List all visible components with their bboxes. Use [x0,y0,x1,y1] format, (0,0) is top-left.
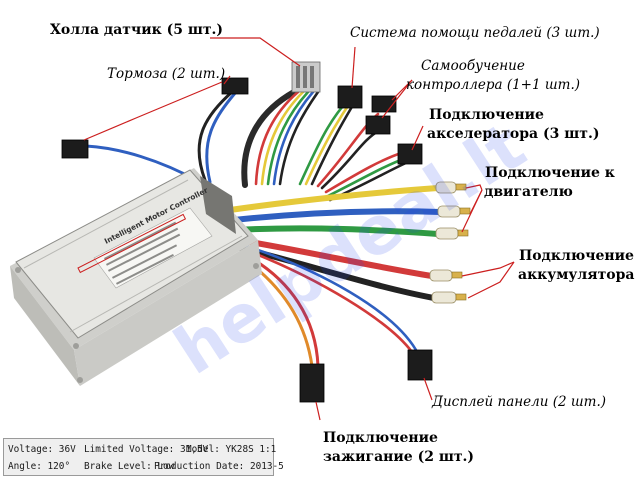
label-throttle-line1: Подключение [429,107,544,123]
spec-angle: Angle: 120° [8,461,71,472]
label-throttle-line2: акселератора (3 шт.) [427,126,600,142]
connectors [61,61,471,403]
label-pedal-assist: Система помощи педалей (3 шт.) [350,25,600,41]
label-battery-line1: Подключение [519,248,634,264]
spec-voltage: Voltage: 36V [8,444,76,455]
label-ignition-line2: зажигание (2 шт.) [323,449,475,465]
spec-brake-level: Brake Level: Low [84,461,175,472]
label-self-learning-line2: контроллера (1+1 шт.) [406,77,581,93]
label-motor-line2: двигателю [484,184,573,200]
label-display: Дисплей панели (2 шт.) [432,394,606,410]
spec-production-date: Production Date: 2013-5 [154,461,284,472]
label-ignition-line1: Подключение [323,430,438,446]
controller-box: Intelligent Motor Controller [10,168,262,386]
label-self-learning-line1: Самообучение [421,58,525,74]
spec-label-zoom: Voltage: 36V Limited Voltage: 31,5V Mode… [3,438,284,476]
leader-lines [83,37,515,421]
spec-limited-voltage: Limited Voltage: 31,5V [84,444,209,455]
label-brakes: Тормоза (2 шт.) [107,66,226,82]
label-hall-sensor: Холла датчик (5 шт.) [50,22,224,38]
label-battery-line2: аккумулятора [518,267,635,283]
label-motor-line1: Подключение к [485,165,615,181]
spec-model: Model: YK28S 1:1 [186,444,277,455]
